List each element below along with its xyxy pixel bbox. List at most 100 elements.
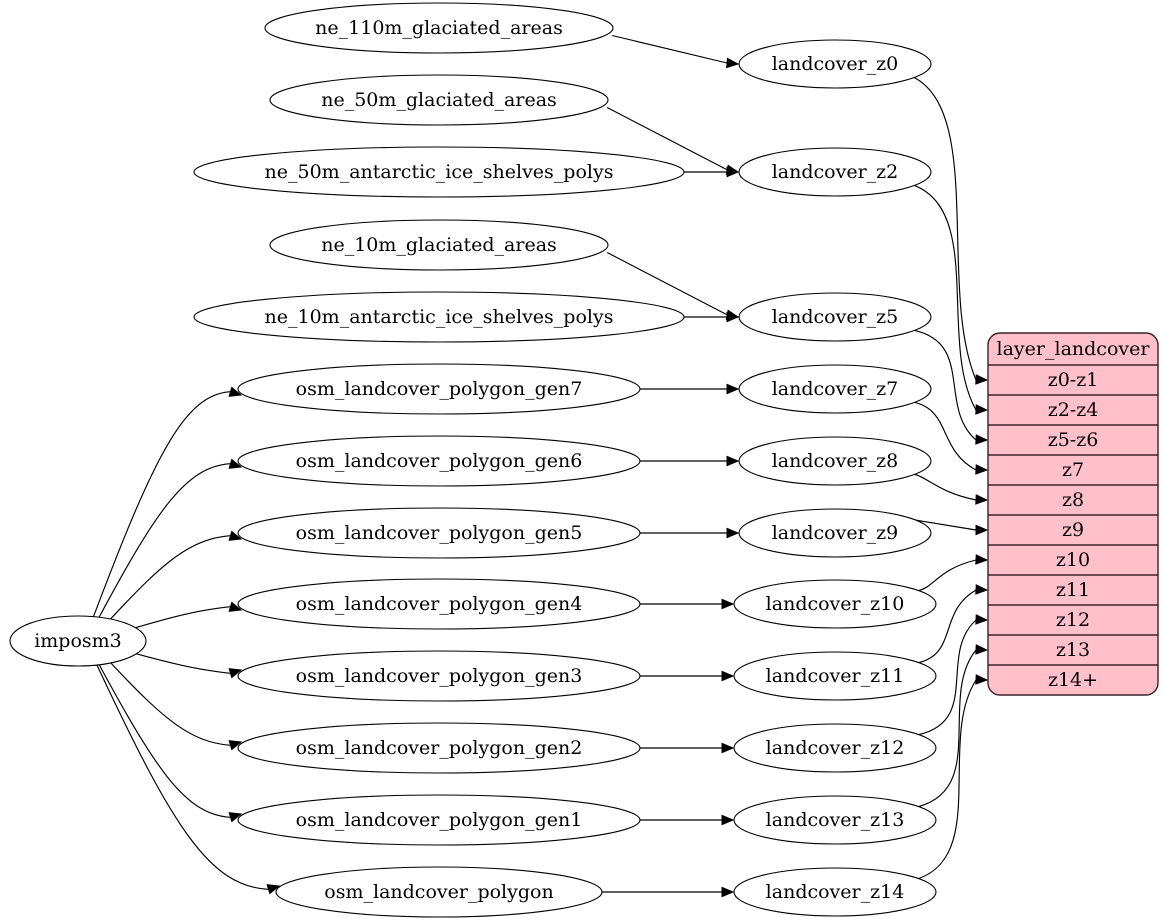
edge-landcover_z7-to-z7 [913, 401, 977, 471]
node-osm_landcover_polygon_gen4[interactable]: osm_landcover_polygon_gen4 [237, 578, 641, 630]
node-osm_landcover_polygon_gen5[interactable]: osm_landcover_polygon_gen5 [237, 507, 641, 559]
table-row-z8[interactable]: z8 [988, 484, 1158, 511]
table-cell-label-z14+: z14+ [1048, 669, 1098, 691]
table-cell-label-z12: z12 [1056, 609, 1090, 631]
table-row-z5-z6[interactable]: z5-z6 [988, 424, 1158, 451]
edge-imposm3-to-osm_landcover_polygon_gen7 [92, 391, 231, 617]
node-landcover_z5[interactable]: landcover_z5 [738, 292, 932, 342]
node-landcover_z8[interactable]: landcover_z8 [738, 436, 932, 486]
node-ne_110m_glaciated_areas[interactable]: ne_110m_glaciated_areas [264, 2, 614, 54]
node-label-osm_landcover_polygon_gen3: osm_landcover_polygon_gen3 [296, 665, 583, 687]
node-landcover_z9[interactable]: landcover_z9 [738, 508, 932, 558]
node-label-osm_landcover_polygon_gen7: osm_landcover_polygon_gen7 [296, 378, 583, 400]
edge-osm_landcover_polygon_gen4-to-landcover_z10-arrowhead [721, 598, 735, 610]
node-label-imposm3: imposm3 [34, 630, 122, 652]
node-label-landcover_z13: landcover_z13 [766, 809, 905, 831]
node-shape-landcover_z0 [738, 39, 932, 89]
edge-imposm3-to-osm_landcover_polygon_gen4-arrowhead [228, 601, 243, 612]
table-row-z9[interactable]: z9 [988, 514, 1158, 541]
node-landcover_z11[interactable]: landcover_z11 [733, 651, 937, 701]
table-row-z11[interactable]: z11 [988, 574, 1158, 601]
table-cell-label-z8: z8 [1062, 489, 1084, 511]
edge-landcover_z14-to-z14+-arrowhead [975, 674, 989, 685]
node-label-osm_landcover_polygon: osm_landcover_polygon [324, 881, 553, 903]
node-shape-ne_10m_antarctic_ice_shelves_polys [193, 291, 685, 343]
node-osm_landcover_polygon_gen3[interactable]: osm_landcover_polygon_gen3 [237, 650, 641, 702]
node-label-ne_50m_glaciated_areas: ne_50m_glaciated_areas [321, 89, 557, 111]
edge-imposm3-to-osm_landcover_polygon_gen3 [136, 653, 231, 674]
node-shape-landcover_z11 [733, 651, 937, 701]
nodes-layer: imposm3 ne_110m_glaciated_areas ne_50m_gla… [9, 2, 937, 918]
node-landcover_z7[interactable]: landcover_z7 [738, 364, 932, 414]
node-osm_landcover_polygon[interactable]: osm_landcover_polygon [275, 866, 603, 918]
node-shape-osm_landcover_polygon_gen2 [237, 722, 641, 774]
table-row-z13[interactable]: z13 [988, 634, 1158, 661]
table-row-z2-z4[interactable]: z2-z4 [988, 394, 1158, 421]
edge-landcover_z9-to-z9-arrowhead [975, 524, 989, 536]
edge-landcover_z8-to-z8 [913, 473, 977, 501]
node-label-landcover_z8: landcover_z8 [772, 450, 899, 472]
node-ne_10m_glaciated_areas[interactable]: ne_10m_glaciated_areas [269, 219, 609, 271]
node-landcover_z10[interactable]: landcover_z10 [733, 579, 937, 629]
node-shape-landcover_z7 [738, 364, 932, 414]
table-cell-label-z13: z13 [1056, 639, 1090, 661]
edge-landcover_z8-to-z8-arrowhead [975, 494, 989, 505]
edge-ne_50m_antarctic_ice_shelves_polys-to-landcover_z2-arrowhead [726, 166, 740, 178]
node-label-landcover_z14: landcover_z14 [766, 881, 905, 903]
node-shape-ne_50m_antarctic_ice_shelves_polys [193, 146, 685, 198]
edge-imposm3-to-osm_landcover_polygon_gen7-arrowhead [228, 386, 243, 397]
node-shape-landcover_z8 [738, 436, 932, 486]
node-landcover_z14[interactable]: landcover_z14 [733, 867, 937, 917]
node-label-osm_landcover_polygon_gen5: osm_landcover_polygon_gen5 [296, 522, 583, 544]
edge-imposm3-to-osm_landcover_polygon_gen3-arrowhead [228, 668, 243, 679]
edge-ne_10m_antarctic_ice_shelves_polys-to-landcover_z5-arrowhead [726, 311, 740, 323]
node-osm_landcover_polygon_gen6[interactable]: osm_landcover_polygon_gen6 [237, 435, 641, 487]
table-title: layer_landcover [997, 338, 1151, 360]
node-shape-osm_landcover_polygon_gen4 [237, 578, 641, 630]
edge-imposm3-to-osm_landcover_polygon_gen1 [98, 664, 231, 818]
edge-landcover_z12-to-z12 [917, 619, 977, 736]
node-shape-osm_landcover_polygon_gen1 [237, 794, 641, 846]
table-row-z7[interactable]: z7 [988, 454, 1158, 481]
node-landcover_z12[interactable]: landcover_z12 [733, 723, 937, 773]
edge-imposm3-to-osm_landcover_polygon_gen2-arrowhead [228, 740, 243, 751]
edge-landcover_z2-to-z2-z4 [913, 184, 977, 411]
edge-imposm3-to-osm_landcover_polygon_gen4 [135, 606, 231, 629]
node-shape-imposm3 [9, 615, 147, 667]
node-ne_10m_antarctic_ice_shelves_polys[interactable]: ne_10m_antarctic_ice_shelves_polys [193, 291, 685, 343]
node-shape-landcover_z12 [733, 723, 937, 773]
node-ne_50m_glaciated_areas[interactable]: ne_50m_glaciated_areas [269, 74, 609, 126]
edge-ne_110m_glaciated_areas-to-landcover_z0 [611, 34, 728, 64]
node-osm_landcover_polygon_gen2[interactable]: osm_landcover_polygon_gen2 [237, 722, 641, 774]
node-osm_landcover_polygon_gen1[interactable]: osm_landcover_polygon_gen1 [237, 794, 641, 846]
edge-landcover_z0-to-z0-z1 [913, 76, 977, 381]
node-osm_landcover_polygon_gen7[interactable]: osm_landcover_polygon_gen7 [237, 363, 641, 415]
node-label-ne_10m_glaciated_areas: ne_10m_glaciated_areas [321, 234, 557, 256]
node-imposm3[interactable]: imposm3 [9, 615, 147, 667]
edge-landcover_z0-to-z0-z1-arrowhead [975, 374, 989, 385]
edge-osm_landcover_polygon_gen5-to-landcover_z9-arrowhead [726, 527, 740, 539]
node-shape-landcover_z10 [733, 579, 937, 629]
node-label-osm_landcover_polygon_gen6: osm_landcover_polygon_gen6 [296, 450, 583, 472]
table-cell-label-z11: z11 [1056, 579, 1090, 601]
node-landcover_z0[interactable]: landcover_z0 [738, 39, 932, 89]
edge-imposm3-to-osm_landcover_polygon_gen6-arrowhead [228, 458, 243, 469]
node-landcover_z13[interactable]: landcover_z13 [733, 795, 937, 845]
table-cell-label-z7: z7 [1062, 459, 1084, 481]
table-row-z12[interactable]: z12 [988, 604, 1158, 631]
table-row-z10[interactable]: z10 [988, 544, 1158, 571]
edge-imposm3-to-osm_landcover_polygon_gen2 [110, 662, 231, 746]
edge-landcover_z5-to-z5-z6 [913, 329, 977, 441]
node-shape-landcover_z9 [738, 508, 932, 558]
node-label-landcover_z9: landcover_z9 [772, 522, 899, 544]
edge-ne_50m_glaciated_areas-to-landcover_z2 [606, 106, 728, 171]
edge-ne_110m_glaciated_areas-to-landcover_z0-arrowhead [726, 57, 740, 69]
table-cell-label-z5-z6: z5-z6 [1048, 429, 1099, 451]
node-landcover_z2[interactable]: landcover_z2 [738, 147, 932, 197]
table-row-z0-z1[interactable]: z0-z1 [988, 364, 1158, 391]
edge-ne_10m_glaciated_areas-to-landcover_z5 [606, 251, 728, 316]
node-shape-ne_10m_glaciated_areas [269, 219, 609, 271]
node-ne_50m_antarctic_ice_shelves_polys[interactable]: ne_50m_antarctic_ice_shelves_polys [193, 146, 685, 198]
table-row-z14+[interactable]: z14+ [988, 664, 1158, 691]
